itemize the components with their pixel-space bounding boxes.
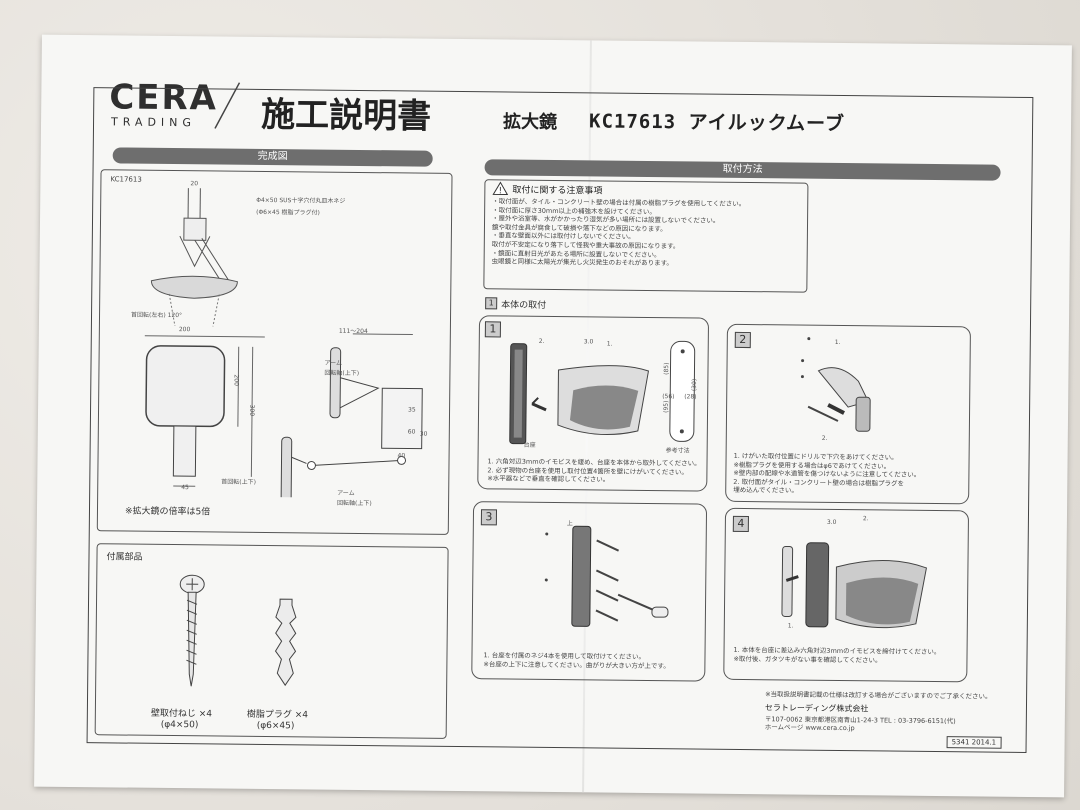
- section-label-installation: 取付方法: [722, 163, 763, 176]
- arm-rotation-label-1: 回転軸(上下): [324, 369, 360, 377]
- step-1-label-1: 1.: [606, 340, 613, 348]
- arm-rotation-label-2: 回転軸(上下): [337, 499, 372, 508]
- accessory-screw-spec: (φ4×50): [160, 719, 199, 731]
- dim-width-200: 200: [178, 326, 191, 334]
- subsection-number: 1: [485, 297, 498, 310]
- step-2-number: 2: [734, 331, 751, 349]
- dim-35: 35: [408, 406, 416, 414]
- accessory-screw-name: 壁取付ねじ ×4: [150, 708, 213, 720]
- step-3-number: 3: [480, 509, 498, 526]
- dim-height-200: 200: [232, 374, 240, 386]
- top-view-drawing: [150, 188, 238, 327]
- diagram-model-code: KC17613: [110, 175, 142, 184]
- step-2-notes: 1. けがいた取付位置にドリルで下穴をあけてください。 ※樹脂プラグを使用する場…: [733, 452, 920, 497]
- side-view-drawing: [280, 333, 423, 499]
- step-1-dim-28: (28): [684, 393, 697, 401]
- accessories-heading: 付属部品: [106, 552, 143, 563]
- arm-label-1: アーム: [324, 359, 343, 367]
- dim-30: 30: [419, 430, 428, 438]
- step-1-label-2: 2.: [538, 337, 545, 345]
- magnification-note: ※拡大鏡の倍率は5倍: [124, 506, 211, 518]
- step-3-illustration: [544, 525, 669, 627]
- wall-screw-icon: [179, 574, 205, 687]
- resin-plug-icon: [274, 598, 297, 687]
- footer-company: セラトレーディング株式会社: [764, 702, 869, 713]
- instruction-sheet: CERA TRADING 施工説明書 拡大鏡 KC17613 アイルックムーブ …: [34, 34, 1072, 798]
- arm-label-2: アーム: [337, 489, 355, 497]
- caution-list: ・取付面が、タイル・コンクリート壁の場合は付属の樹脂プラグを使用してください。 …: [492, 197, 746, 268]
- step-1-illustration: [509, 340, 696, 445]
- screw-note: Φ4×50 SUS十字穴付丸皿木ネジ: [256, 196, 346, 205]
- dim-width-45: 45: [181, 484, 189, 492]
- footer-block: ※当取扱説明書記載の仕様は改訂する場合がございますのでご了承ください。 セラトレ…: [765, 690, 992, 734]
- document-code: 5341 2014.1: [946, 736, 1002, 749]
- step-4-illustration: [781, 542, 928, 629]
- step-3-notes: 1. 台座を付属のネジ4本を使用して取付けてください。 ※台座の上下に注意してく…: [483, 651, 670, 670]
- svg-text:!: !: [498, 186, 502, 195]
- step-4-notes: 1. 本体を台座に差込み六角対辺3mmのイモビスを締付けてください。 ※取付後、…: [733, 646, 940, 665]
- step-1-dim-30: (30): [690, 378, 699, 392]
- accessory-plug-spec: (φ6×45): [256, 720, 295, 732]
- step-4-label-2: 2.: [862, 515, 869, 523]
- step-3-label-up: 上: [566, 520, 573, 528]
- step-1-notes: 1. 六角対辺3mmのイモビスを緩め、台座を本体から取外してください。 2. 必…: [487, 457, 700, 485]
- step-1-dim-56: (56): [662, 393, 675, 401]
- step-4-label-1: 1.: [787, 622, 794, 630]
- header-slash-line: [214, 82, 241, 129]
- accessory-plug-name: 樹脂プラグ ×4: [246, 709, 309, 721]
- plug-note: (Φ6×45 樹脂プラグ付): [256, 208, 320, 217]
- step-1-dim-85: (85): [663, 362, 671, 375]
- step-1-label-base: 台座: [523, 441, 536, 449]
- section-bar-completed-diagram: 完成図: [112, 147, 433, 167]
- step-1-label-3-0: 3.0: [583, 338, 594, 346]
- dim-reach: 111〜204: [338, 327, 368, 336]
- dim-40: 40: [397, 452, 406, 460]
- front-view-drawing: [144, 335, 265, 487]
- step-2-label-1: 1.: [834, 338, 841, 347]
- step-1-label-reference: 参考寸法: [665, 447, 690, 455]
- warning-triangle-icon: !: [492, 181, 509, 196]
- step-4-number: 4: [732, 515, 749, 533]
- step-2-label-2: 2.: [821, 434, 828, 442]
- dim-20: 20: [190, 180, 199, 188]
- rotation-lr-label: 首回転(左右) 120°: [130, 311, 183, 320]
- footer-notice: ※当取扱説明書記載の仕様は改訂する場合がございますのでご了承ください。: [765, 690, 992, 701]
- step-2-drill-illustration: [800, 337, 871, 432]
- neck-rotation-label: 首回転(上下): [221, 478, 257, 486]
- caution-title: 取付に関する注意事項: [512, 185, 603, 197]
- step-4-label-3-0: 3.0: [826, 518, 837, 526]
- subsection-heading: 本体の取付: [501, 300, 547, 311]
- step-1-dim-95: (95): [662, 400, 670, 413]
- section-label-completed: 完成図: [257, 150, 288, 163]
- dim-60: 60: [407, 428, 416, 436]
